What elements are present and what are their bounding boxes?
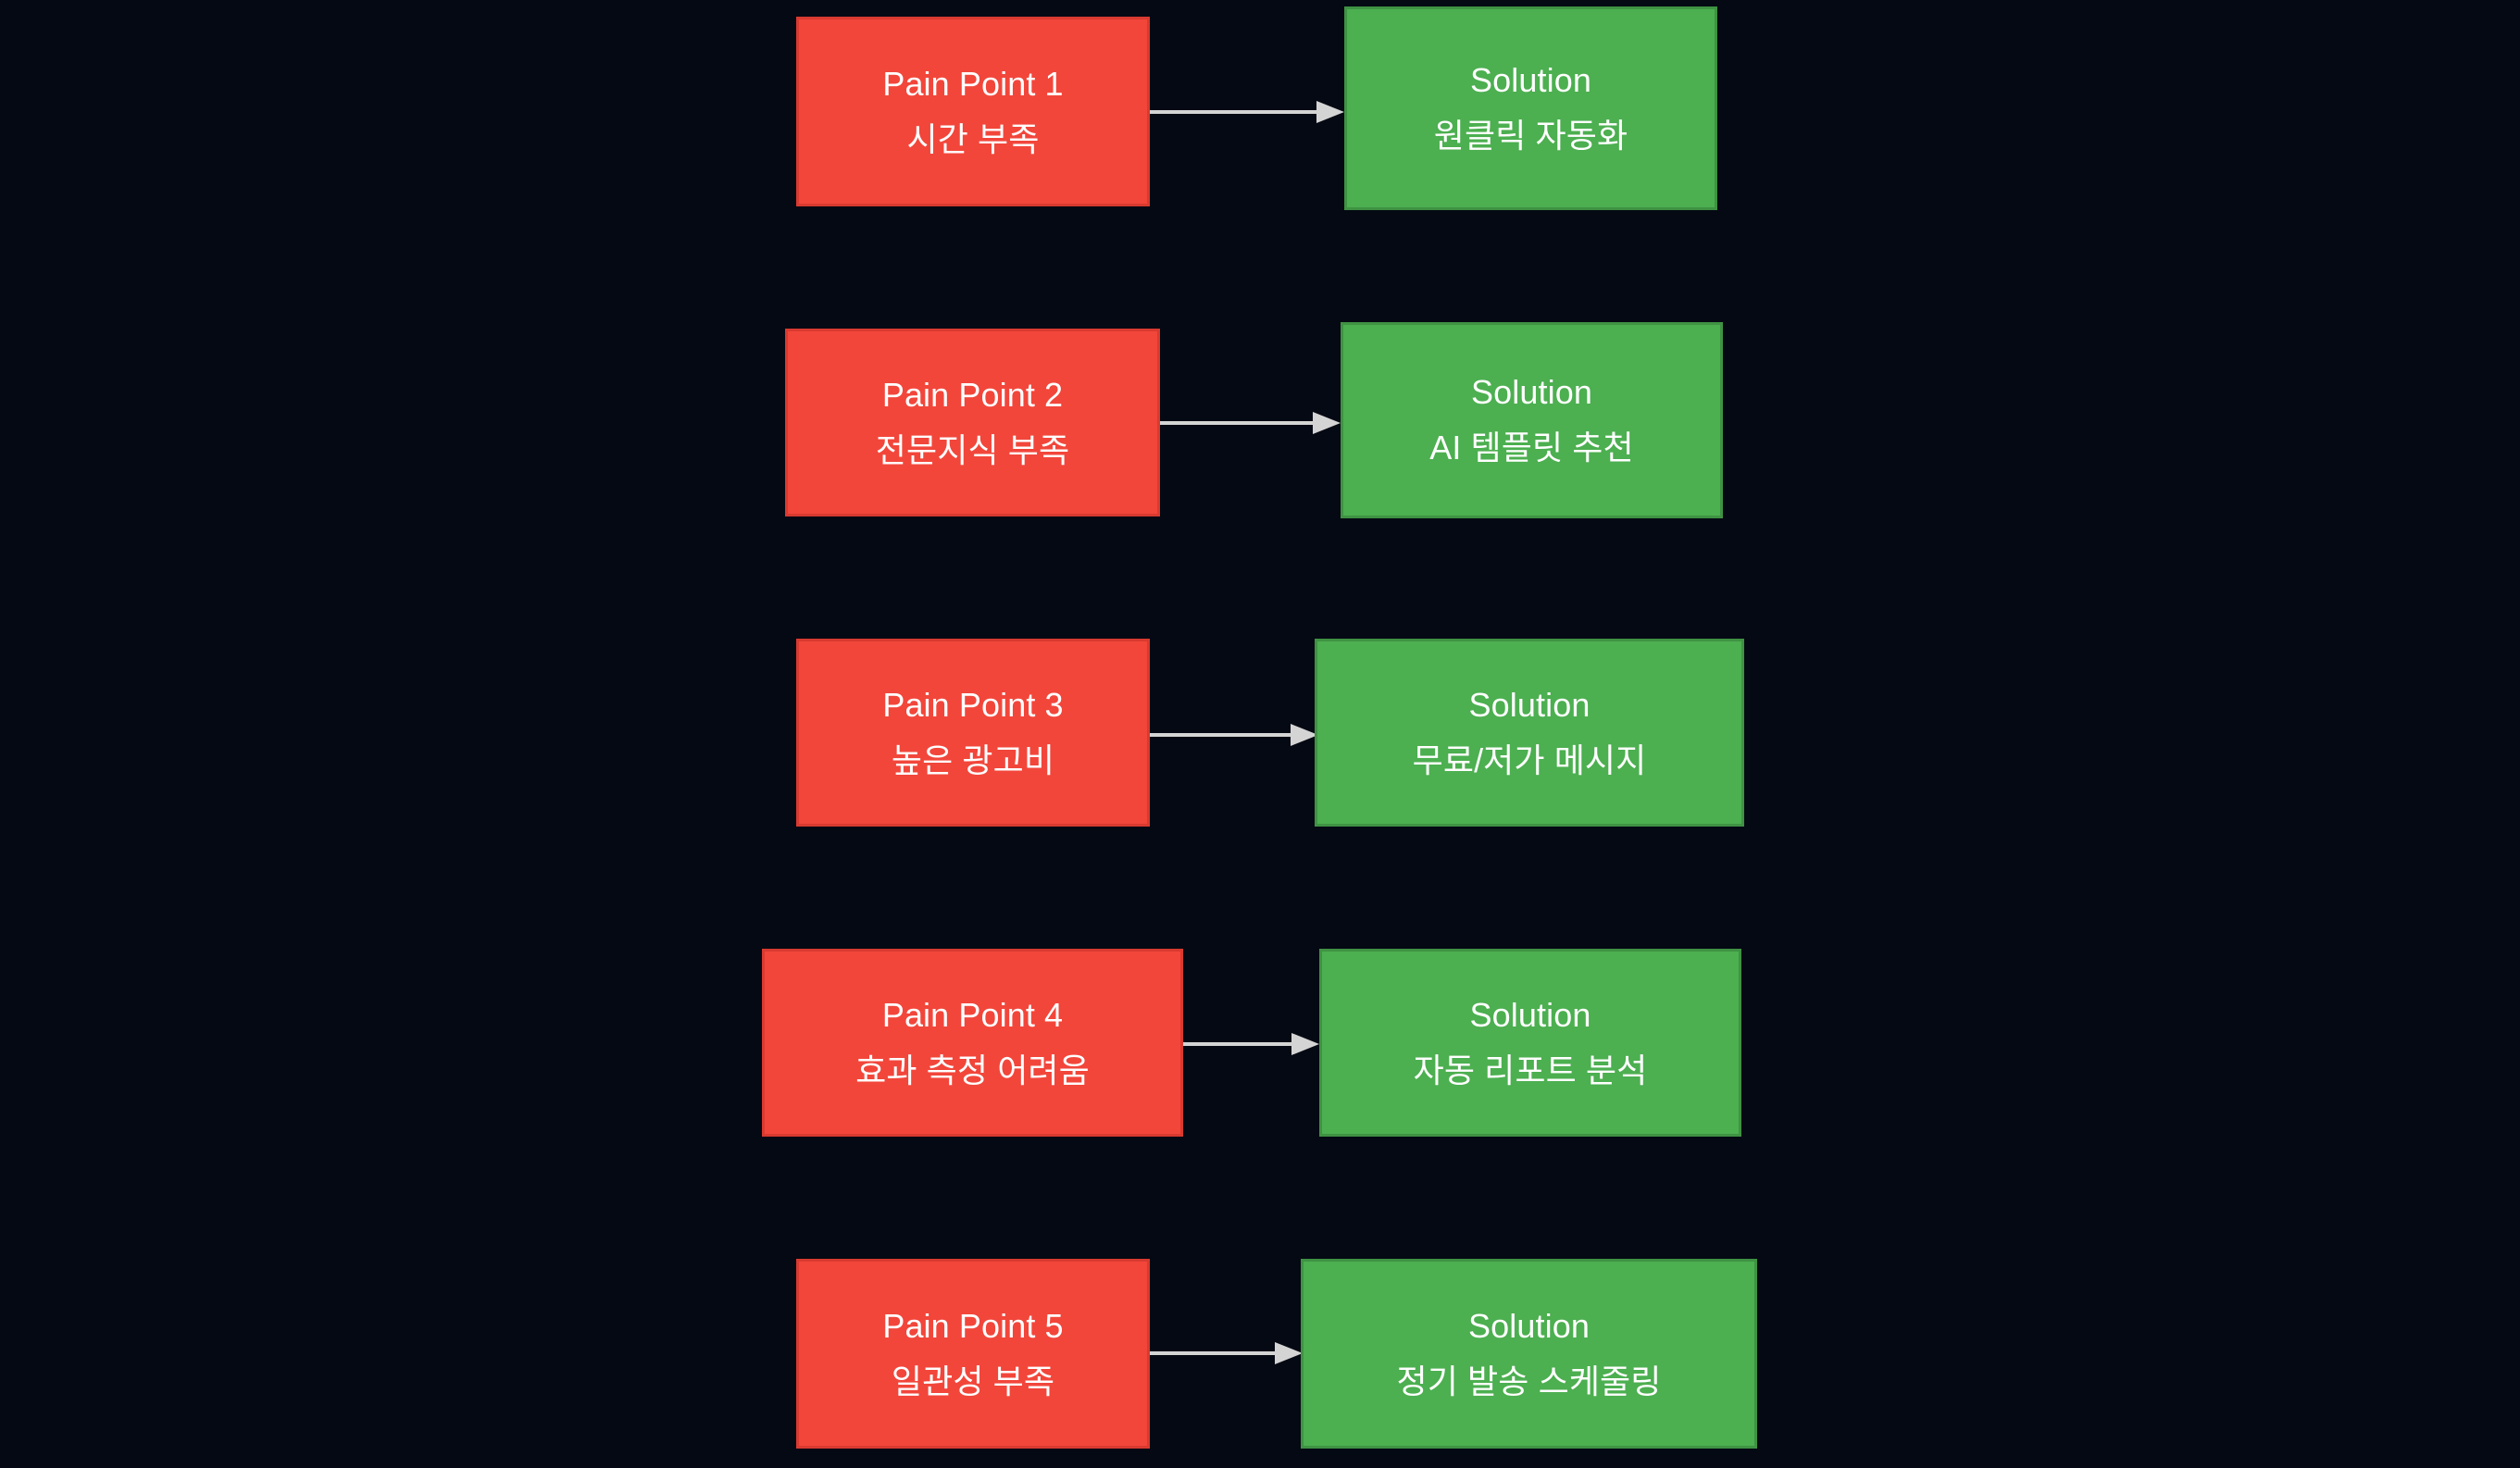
pain-point-node-2[interactable]: Pain Point 2 전문지식 부족 (785, 329, 1160, 516)
solution-title-3: Solution (1468, 685, 1591, 724)
solution-title-2: Solution (1471, 373, 1592, 411)
pain-point-detail-4: 효과 측정 어려움 (855, 1051, 1090, 1089)
solution-node-2[interactable]: Solution AI 템플릿 추천 (1341, 322, 1723, 518)
solution-detail-2: AI 템플릿 추천 (1429, 429, 1634, 467)
connector-arrow-3 (1150, 716, 1318, 753)
connector-arrow-4 (1183, 1026, 1319, 1063)
solution-node-3[interactable]: Solution 무료/저가 메시지 (1315, 639, 1744, 827)
pain-point-detail-1: 시간 부족 (906, 119, 1040, 158)
solution-node-1[interactable]: Solution 원클릭 자동화 (1344, 6, 1717, 210)
solution-detail-3: 무료/저가 메시지 (1412, 740, 1647, 779)
solution-title-1: Solution (1470, 61, 1591, 99)
connector-arrow-1 (1150, 93, 1344, 131)
pain-point-detail-2: 전문지식 부족 (875, 430, 1070, 469)
pain-point-title-1: Pain Point 1 (882, 64, 1064, 103)
pain-point-title-2: Pain Point 2 (881, 375, 1064, 414)
pain-point-node-5[interactable]: Pain Point 5 일관성 부족 (796, 1259, 1150, 1449)
pain-point-detail-3: 높은 광고비 (891, 740, 1055, 779)
pain-point-node-4[interactable]: Pain Point 4 효과 측정 어려움 (762, 949, 1183, 1137)
solution-title-5: Solution (1468, 1306, 1590, 1345)
pain-point-node-1[interactable]: Pain Point 1 시간 부족 (796, 17, 1150, 206)
pain-point-title-5: Pain Point 5 (882, 1306, 1064, 1345)
solution-node-5[interactable]: Solution 정기 발송 스케줄링 (1301, 1259, 1757, 1449)
pain-point-title-3: Pain Point 3 (882, 685, 1064, 724)
solution-detail-1: 원클릭 자동화 (1433, 117, 1628, 155)
solution-detail-4: 자동 리포트 분석 (1413, 1051, 1648, 1089)
pain-point-title-4: Pain Point 4 (881, 995, 1064, 1034)
solution-detail-5: 정기 발송 스케줄링 (1396, 1362, 1662, 1400)
solution-node-4[interactable]: Solution 자동 리포트 분석 (1319, 949, 1741, 1137)
pain-point-node-3[interactable]: Pain Point 3 높은 광고비 (796, 639, 1150, 827)
connector-arrow-2 (1160, 404, 1341, 442)
solution-title-4: Solution (1469, 995, 1591, 1034)
pain-point-detail-5: 일관성 부족 (891, 1362, 1055, 1400)
connector-arrow-5 (1150, 1335, 1303, 1372)
